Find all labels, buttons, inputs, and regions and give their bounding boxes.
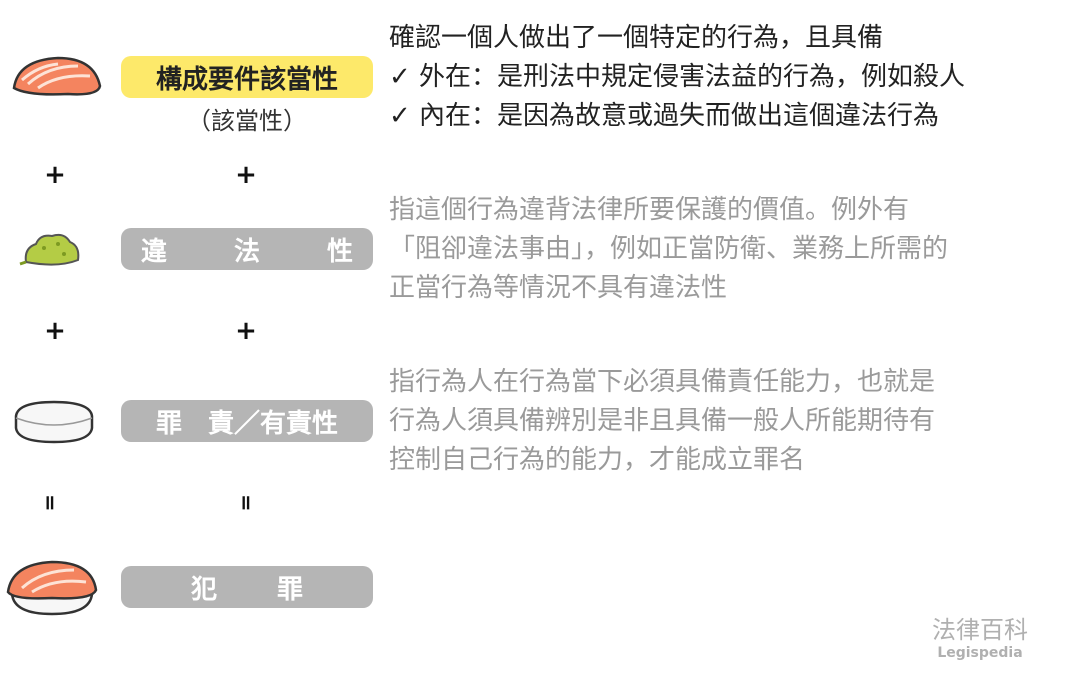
pill-text: 罪 責／有責性 [155, 408, 338, 439]
desc-line: 指這個行為違背法律所要保護的價值。例外有 [389, 195, 910, 225]
description-culpability: 指行為人在行為當下必須具備責任能力，也就是 行為人須具備辨別是非且具備一般人所能… [389, 363, 935, 480]
plus-sign: + [44, 160, 66, 190]
pill-text: 法 [233, 236, 260, 267]
plus-sign: + [235, 160, 257, 190]
label-constituent-elements: 構成要件該當性 [121, 56, 373, 98]
pill-text: 構成要件該當性 [155, 64, 338, 95]
desc-line: 指行為人在行為當下必須具備責任能力，也就是 [389, 367, 936, 397]
desc-line: 確認一個人做出了一個特定的行為，且具備 [389, 23, 884, 53]
logo-cn: 法律百科 [932, 616, 1028, 644]
desc-line: 「阻卻違法事由」，例如正當防衛、業務上所需的 [389, 234, 949, 264]
plus-sign: + [44, 316, 66, 346]
pill-text: 犯 [190, 574, 217, 605]
pill-text: 性 [326, 236, 353, 267]
salmon-slice-icon [12, 56, 102, 96]
equals-sign: ॥ [43, 490, 55, 514]
desc-line: ✓ 內在：是因為故意或過失而做出這個違法行為 [389, 101, 940, 131]
wasabi-icon [19, 233, 80, 266]
label-illegality: 違 法 性 [121, 228, 373, 270]
label-sub: （該當性） [187, 107, 307, 135]
description-constituent-elements: 確認一個人做出了一個特定的行為，且具備 ✓ 外在：是刑法中規定侵害法益的行為，例… [389, 19, 965, 136]
label-culpability: 罪 責／有責性 [121, 400, 373, 442]
description-illegality: 指這個行為違背法律所要保護的價值。例外有 「阻卻違法事由」，例如正當防衛、業務上… [389, 191, 948, 308]
legispedia-logo: 法律百科 Legispedia [920, 610, 1040, 661]
salmon-nigiri-icon [6, 560, 98, 616]
desc-line: 正當行為等情況不具有違法性 [389, 273, 728, 303]
desc-line: 控制自己行為的能力，才能成立罪名 [389, 445, 806, 475]
logo-en: Legispedia [937, 645, 1023, 661]
desc-line: ✓ 外在：是刑法中規定侵害法益的行為，例如殺人 [389, 62, 966, 92]
pill-text: 違 [141, 236, 168, 267]
desc-line: 行為人須具備辨別是非且具備一般人所能期待有 [389, 406, 936, 436]
pill-text: 罪 [276, 574, 303, 605]
rice-icon [14, 400, 94, 444]
plus-sign: + [235, 316, 257, 346]
equals-sign: ॥ [239, 490, 251, 514]
label-crime: 犯 罪 [121, 566, 373, 608]
